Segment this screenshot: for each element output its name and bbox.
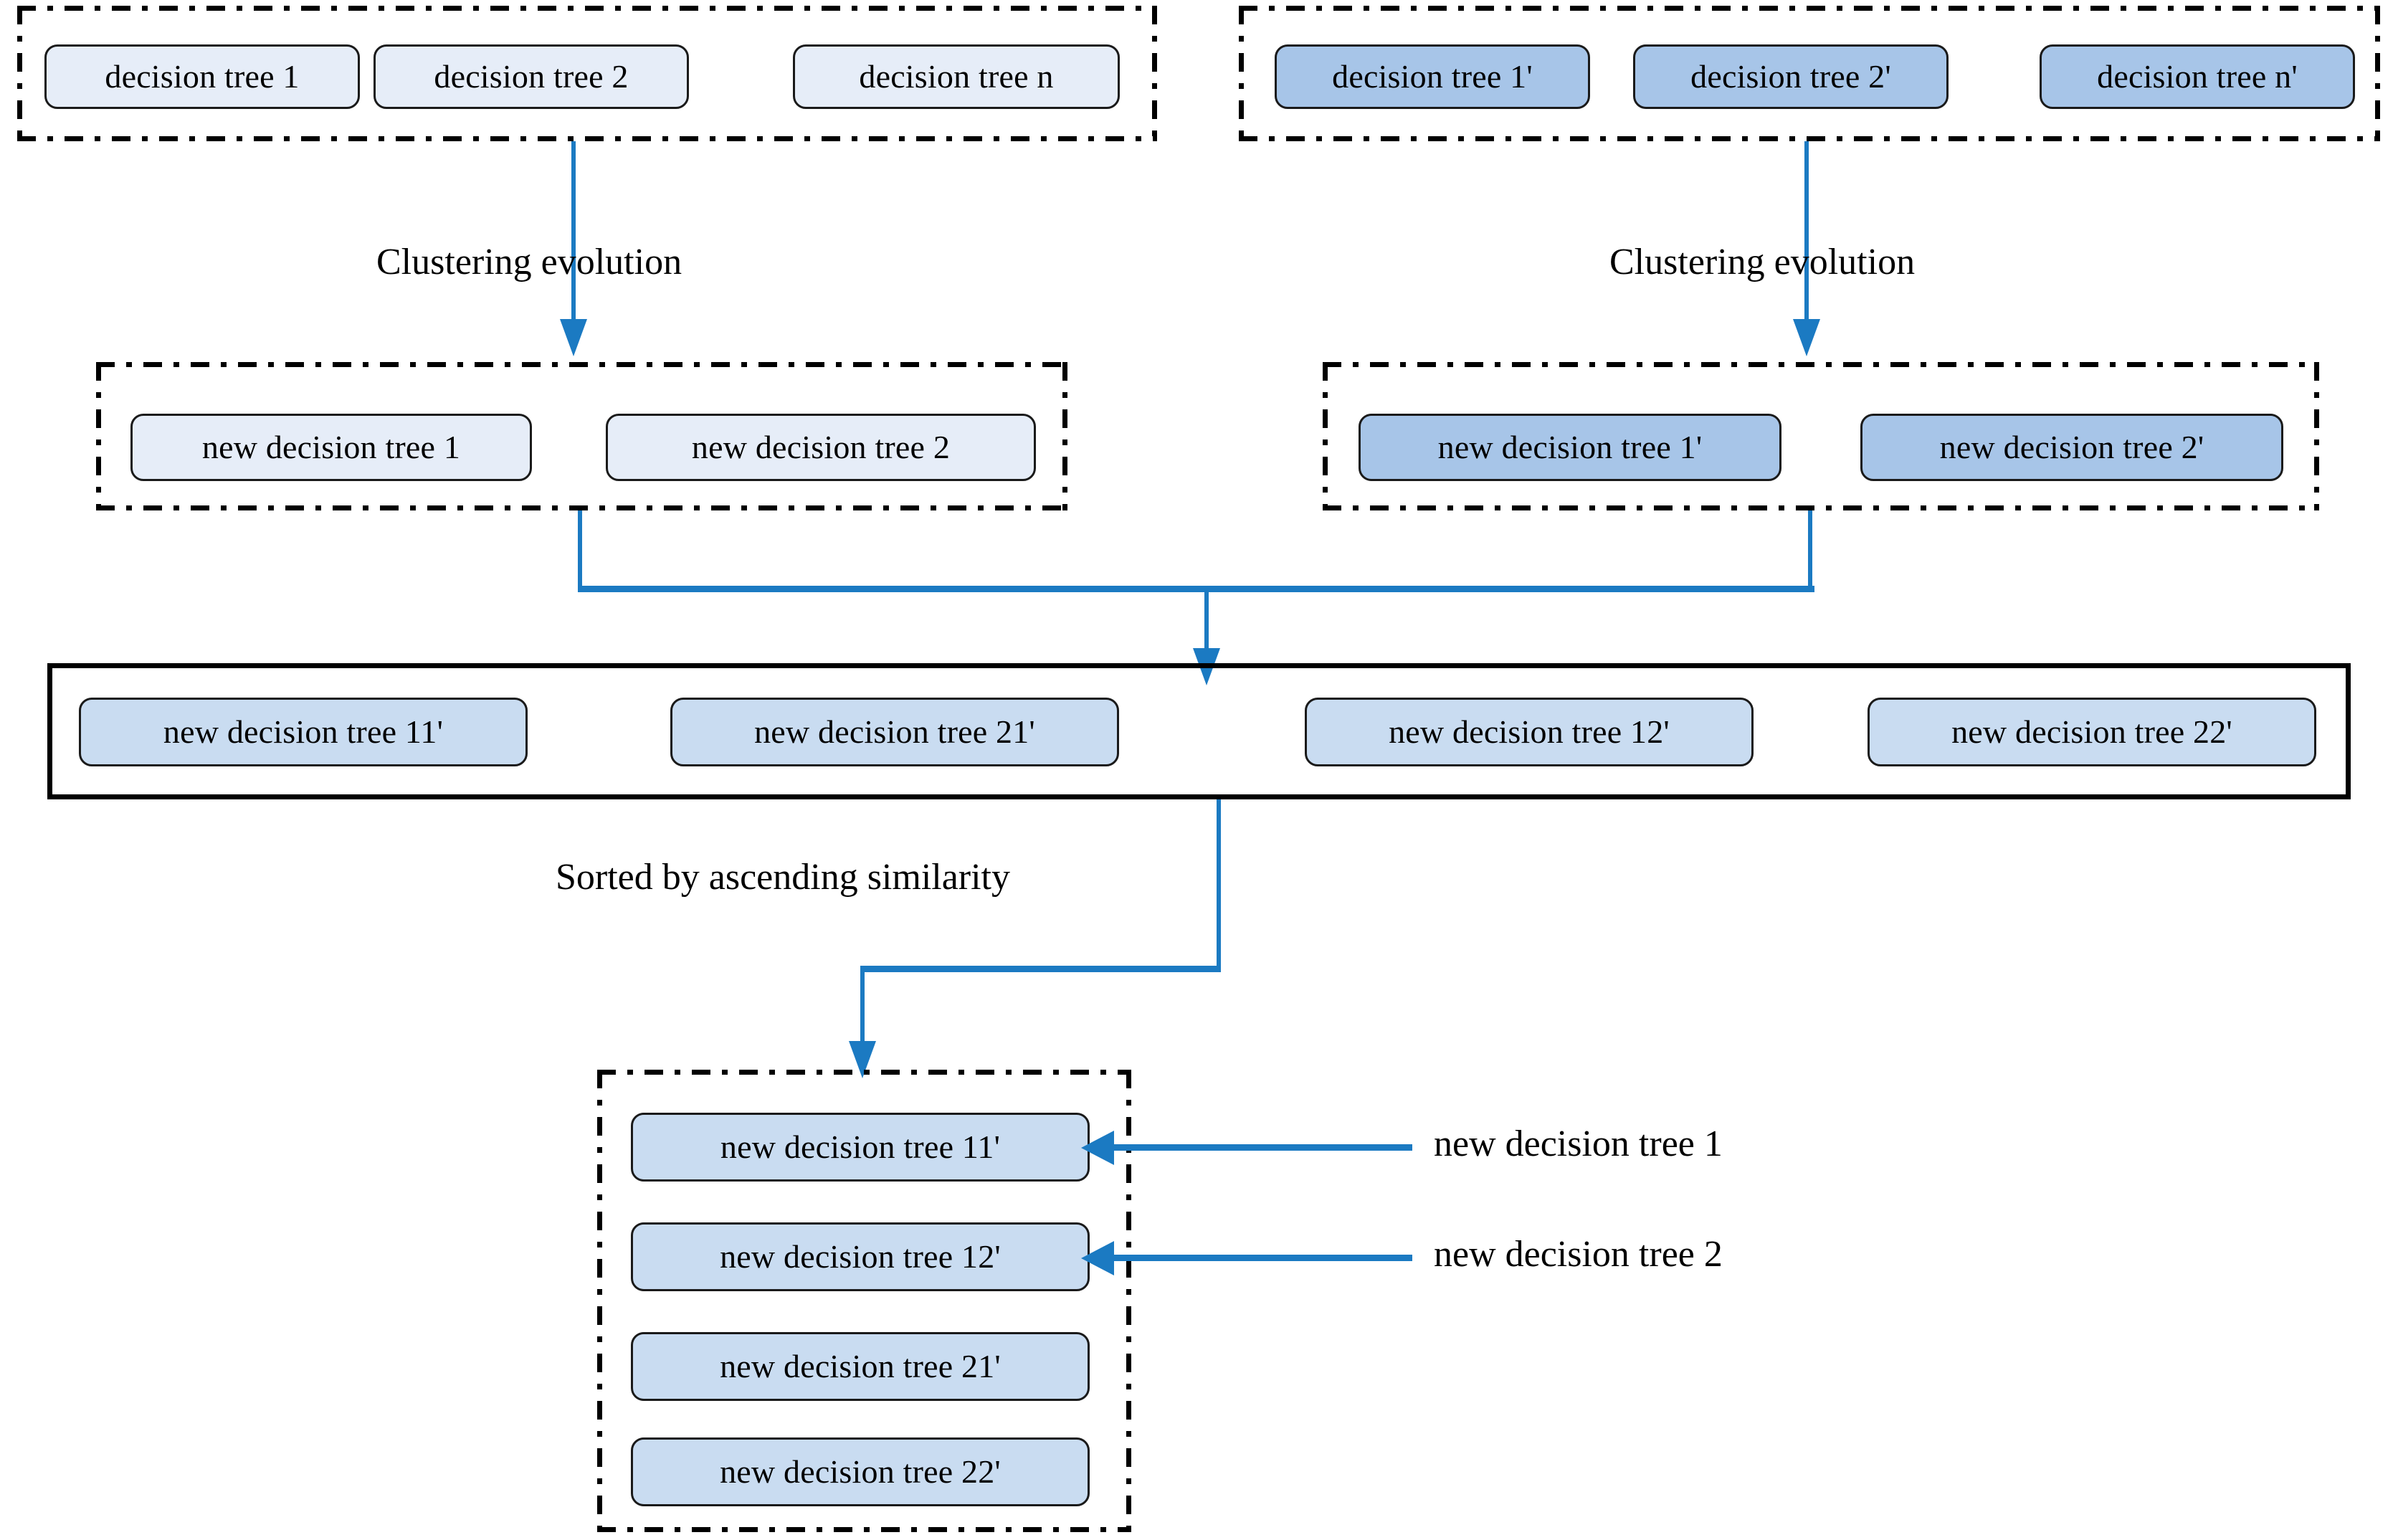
group-border-top — [1239, 6, 2380, 11]
node-decision-tree-n[interactable]: decision tree n — [793, 44, 1120, 109]
arrowhead-clustering-right — [1793, 319, 1820, 356]
group-border-top — [17, 6, 1157, 11]
node-label: new decision tree 22' — [720, 1453, 1001, 1490]
group-merged-forest — [47, 663, 2351, 799]
node-decision-tree-2[interactable]: decision tree 2 — [374, 44, 689, 109]
group-border-right — [1126, 1070, 1131, 1532]
group-border-left — [17, 6, 22, 141]
group-border-right — [1152, 6, 1157, 141]
edge-merge-left-stem — [578, 510, 582, 589]
node-label: decision tree 1 — [105, 58, 300, 95]
group-border-right — [1062, 362, 1067, 510]
group-border-left — [96, 362, 101, 510]
group-border-right — [2314, 362, 2319, 510]
node-decision-tree-1-prime[interactable]: decision tree 1' — [1275, 44, 1590, 109]
group-border-bottom — [96, 505, 1067, 510]
callout-label-2: new decision tree 2 — [1434, 1234, 1723, 1275]
group-border-bottom — [1323, 505, 2319, 510]
group-border-top — [96, 362, 1067, 367]
node-new-decision-tree-1-prime[interactable]: new decision tree 1' — [1359, 414, 1781, 481]
group-border-left — [1323, 362, 1328, 510]
node-label: new decision tree 2 — [691, 429, 951, 465]
edge-clustering-left — [571, 141, 576, 319]
node-label: decision tree n — [859, 58, 1054, 95]
node-label: decision tree n' — [2097, 58, 2298, 95]
node-new-decision-tree-2-prime[interactable]: new decision tree 2' — [1860, 414, 2283, 481]
callout-line-2 — [1114, 1255, 1412, 1261]
node-merged-11-prime[interactable]: new decision tree 11' — [79, 698, 528, 766]
node-label: new decision tree 12' — [1389, 713, 1670, 750]
node-label: decision tree 1' — [1332, 58, 1533, 95]
node-sorted-22-prime[interactable]: new decision tree 22' — [631, 1437, 1090, 1506]
group-border-bottom — [597, 1527, 1131, 1532]
node-new-decision-tree-1[interactable]: new decision tree 1 — [130, 414, 532, 481]
group-border-right — [2375, 6, 2380, 141]
node-merged-21-prime[interactable]: new decision tree 21' — [670, 698, 1119, 766]
edge-merge-horizontal — [578, 586, 1814, 592]
node-label: new decision tree 2' — [1939, 429, 2204, 465]
group-border-left — [1239, 6, 1244, 141]
node-label: new decision tree 12' — [720, 1238, 1001, 1275]
callout-line-1 — [1114, 1144, 1412, 1151]
node-sorted-21-prime[interactable]: new decision tree 21' — [631, 1332, 1090, 1401]
edge-label-clustering-left: Clustering evolution — [376, 242, 682, 282]
node-label: new decision tree 1' — [1437, 429, 1703, 465]
edge-label-sorting: Sorted by ascending similarity — [556, 857, 1011, 898]
edge-merge-center-stem — [1204, 589, 1209, 654]
edge-sorting-horizontal — [860, 966, 1221, 972]
arrowhead-callout-2 — [1081, 1241, 1114, 1275]
node-sorted-12-prime[interactable]: new decision tree 12' — [631, 1222, 1090, 1291]
node-label: new decision tree 22' — [1951, 713, 2232, 750]
group-border-left — [597, 1070, 602, 1532]
node-label: decision tree 2' — [1690, 58, 1891, 95]
group-border-top — [1323, 362, 2319, 367]
edge-merge-right-stem — [1808, 510, 1812, 589]
node-label: new decision tree 21' — [720, 1348, 1001, 1384]
group-border-bottom — [17, 136, 1157, 141]
node-merged-12-prime[interactable]: new decision tree 12' — [1305, 698, 1754, 766]
arrowhead-clustering-left — [560, 319, 587, 356]
node-decision-tree-2-prime[interactable]: decision tree 2' — [1633, 44, 1949, 109]
node-label: new decision tree 11' — [720, 1128, 1001, 1165]
node-label: decision tree 2 — [434, 58, 629, 95]
node-merged-22-prime[interactable]: new decision tree 22' — [1868, 698, 2316, 766]
edge-sorting-stem-upper — [1217, 799, 1221, 969]
arrowhead-callout-1 — [1081, 1131, 1114, 1165]
callout-label-1: new decision tree 1 — [1434, 1123, 1723, 1164]
edge-label-clustering-right: Clustering evolution — [1609, 242, 1916, 282]
node-new-decision-tree-2[interactable]: new decision tree 2 — [606, 414, 1036, 481]
group-border-bottom — [1239, 136, 2380, 141]
node-label: new decision tree 1 — [201, 429, 461, 465]
arrowhead-sorting — [849, 1041, 876, 1078]
node-sorted-11-prime[interactable]: new decision tree 11' — [631, 1113, 1090, 1182]
edge-clustering-right — [1804, 141, 1809, 319]
node-label: new decision tree 21' — [754, 713, 1035, 750]
edge-sorting-stem-lower — [860, 966, 865, 1046]
node-decision-tree-1[interactable]: decision tree 1 — [44, 44, 360, 109]
node-label: new decision tree 11' — [163, 713, 444, 750]
node-decision-tree-n-prime[interactable]: decision tree n' — [2040, 44, 2355, 109]
